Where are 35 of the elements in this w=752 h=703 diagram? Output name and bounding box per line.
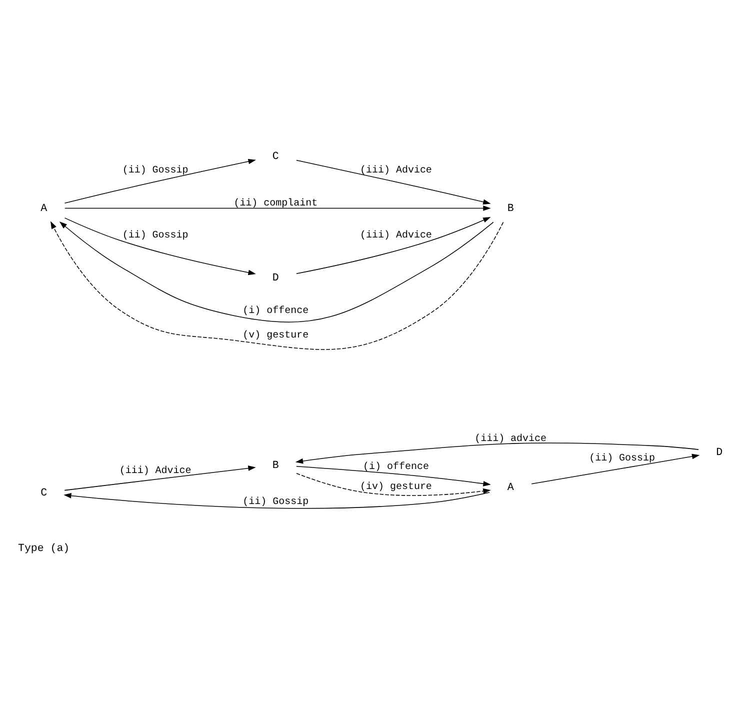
arrow <box>296 465 491 486</box>
arrow <box>295 442 699 464</box>
arrow <box>296 216 491 274</box>
edge-label: (ii) Gossip <box>122 164 188 175</box>
edge-label: (ii) Gossip <box>589 452 656 464</box>
node-text: A <box>40 202 48 215</box>
arrow <box>64 491 490 508</box>
label: Type (a) <box>18 542 70 554</box>
node-text: B <box>272 459 279 472</box>
edge-label: (ii) complaint <box>234 196 318 208</box>
arrow <box>64 158 256 204</box>
arrow <box>59 220 494 322</box>
edge-label: (i) offence <box>242 304 309 316</box>
edge-label: (i) offence <box>363 460 429 472</box>
edge-label: (iii) Advice <box>119 464 192 476</box>
node-text: B <box>507 202 514 215</box>
arrow <box>531 453 700 484</box>
node-text: D <box>272 272 279 284</box>
edge-label: (iv) gesture <box>360 480 432 492</box>
arrow <box>296 159 491 204</box>
edge-label: (ii) Gossip <box>122 229 188 240</box>
arrow <box>296 472 491 496</box>
node-text: C <box>272 150 279 162</box>
node-text: C <box>40 487 48 500</box>
arrow <box>50 220 504 350</box>
edge-label: (ii) Gossip <box>242 495 309 506</box>
node-text: D <box>716 446 723 458</box>
edge-label: (v) gesture <box>242 329 309 340</box>
node-text: A <box>507 482 514 494</box>
arrow <box>64 205 491 210</box>
edge-label: (iii) Advice <box>360 229 432 240</box>
edge-label: (iii) advice <box>474 432 547 444</box>
arrow <box>64 465 256 490</box>
arrow <box>64 217 256 275</box>
edge-label: (iii) Advice <box>360 164 432 175</box>
